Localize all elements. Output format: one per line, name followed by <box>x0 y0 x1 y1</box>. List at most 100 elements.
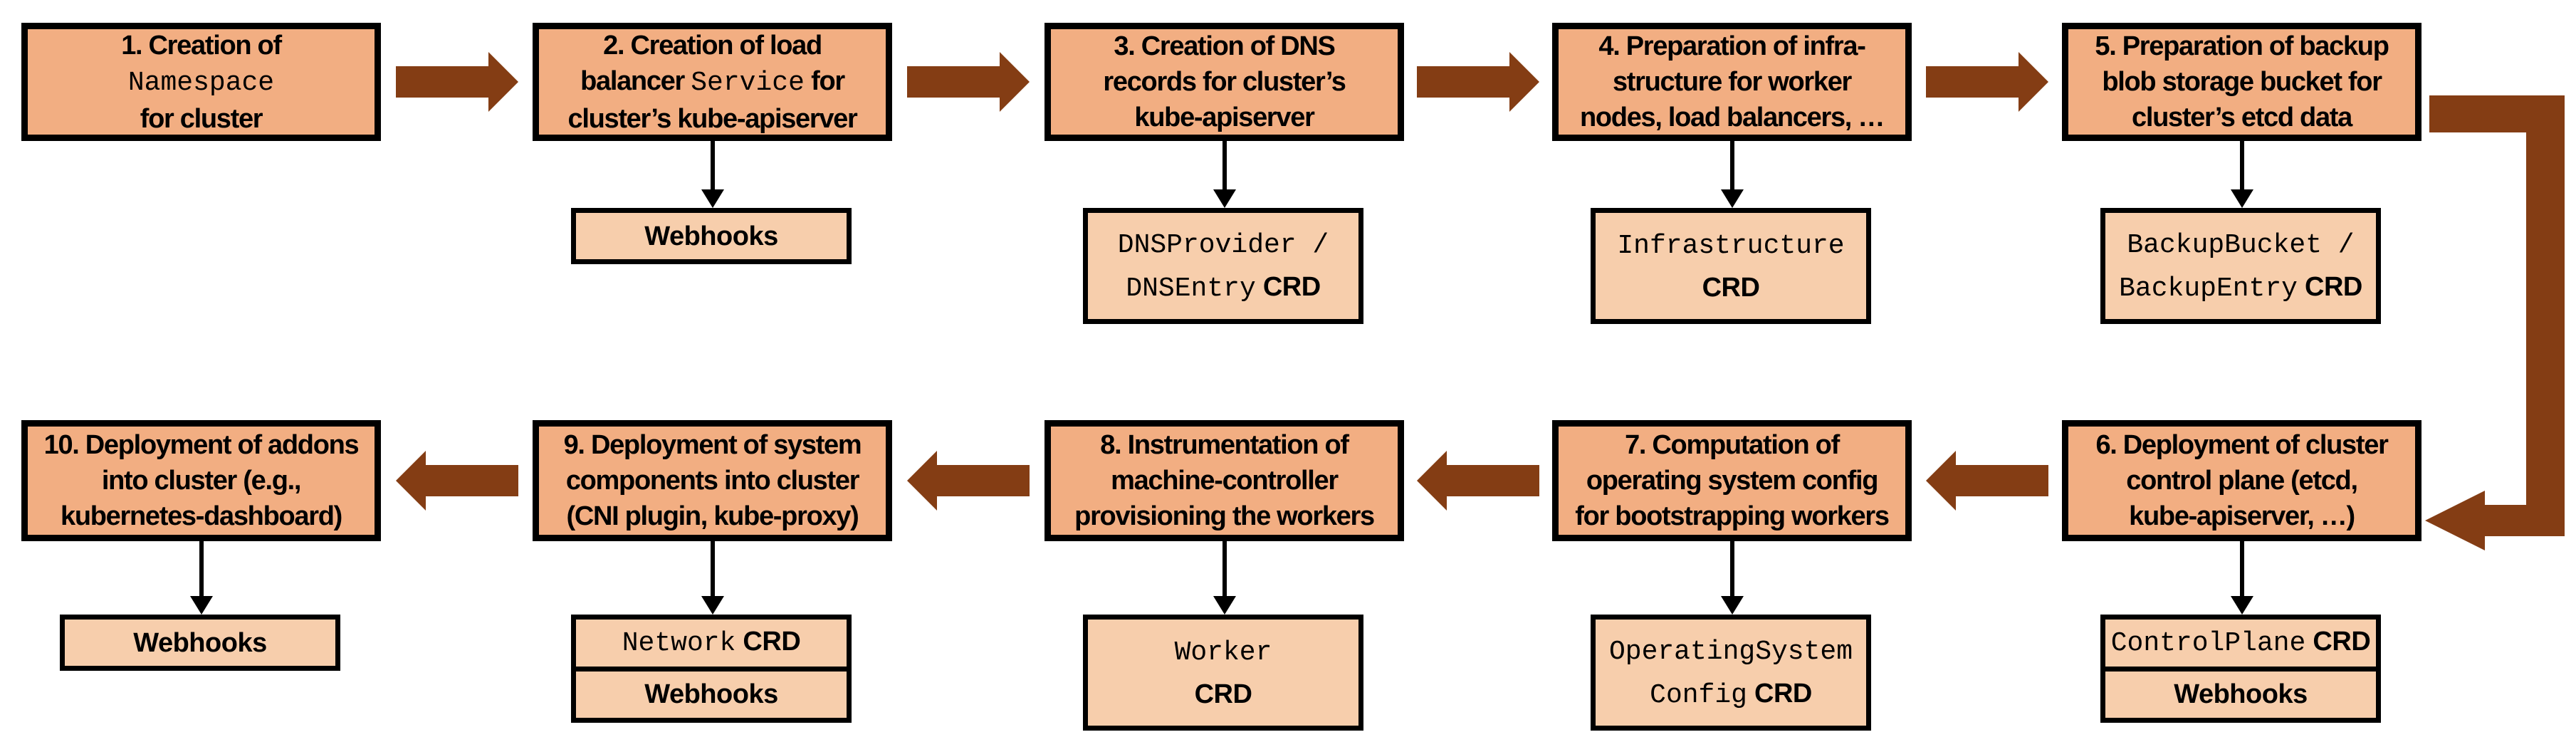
elbow-vertical-segment <box>2526 95 2565 536</box>
step-5-sub-1-text-segment: CRD <box>2297 271 2362 302</box>
step-2-sub-1-label-line-1: Webhooks <box>644 216 778 257</box>
step-7-sub-1-text-segment: OperatingSystem <box>1608 636 1853 667</box>
right-arrowhead-icon <box>1000 52 1030 112</box>
step-10-text-segment: kubernetes-dashboard) <box>60 501 342 531</box>
connector-step-5-to-sub <box>2230 141 2253 208</box>
step-10-label-line-1: 10. Deployment of addons <box>43 427 360 463</box>
step-3-sub-1-text-segment: DNSEntry <box>1126 273 1256 304</box>
step-9-sub-1-label-line-1: Network CRD <box>622 627 801 659</box>
arrow-shaft <box>1446 465 1539 496</box>
connector-line <box>1222 141 1227 191</box>
connector-step-7-to-sub <box>1720 541 1744 615</box>
down-arrowhead-icon <box>1213 189 1236 208</box>
step-10-sub-1-label-line-1: Webhooks <box>133 622 267 664</box>
step-3-label-line-1: 3. Creation of DNS <box>1114 28 1336 64</box>
step-9-sub-box-group: Network CRD Webhooks <box>571 615 852 723</box>
step-3-sub-1-label-line-1: DNSProvider / <box>1118 223 1329 266</box>
step-8-sub-1-text-segment: CRD <box>1194 679 1252 709</box>
step-5-text-segment: blob storage bucket for <box>2102 67 2382 97</box>
step-8-sub-1-text-segment: Worker <box>1174 637 1272 668</box>
step-10-text-segment: into cluster (e.g., <box>101 466 302 496</box>
connector-line <box>2239 541 2244 597</box>
left-arrowhead-icon <box>907 451 937 511</box>
step-2-label-line-3: cluster’s kube-apiserver <box>567 101 857 137</box>
step-4-text-segment: nodes, load balancers, … <box>1579 103 1885 132</box>
step-6-sub-box-2: Webhooks <box>2105 666 2376 719</box>
down-arrowhead-icon <box>189 596 213 615</box>
step-4-sub-1-text-segment: CRD <box>1702 273 1760 303</box>
step-5-box: 5. Preparation of backup blob storage buc… <box>2062 23 2421 141</box>
step-9-sub-2-label-line-1: Webhooks <box>644 679 778 710</box>
connector-step-8-to-sub <box>1213 541 1236 615</box>
left-arrowhead-icon <box>1925 451 1956 511</box>
step-8-text-segment: machine-controller <box>1111 466 1339 496</box>
arrow-step-9-to-step-10 <box>395 451 518 511</box>
step-4-text-segment: structure for worker <box>1612 67 1852 97</box>
connector-step-10-to-sub <box>189 541 213 615</box>
step-4-label-line-3: nodes, load balancers, … <box>1579 100 1885 135</box>
step-2-text-segment: Service <box>691 67 805 98</box>
step-2-sub-box-1: Webhooks <box>571 208 852 264</box>
step-9-sub-box-1: Network CRD <box>576 620 847 667</box>
step-6-sub-1-text-segment: CRD <box>2305 627 2371 657</box>
step-2-sub-1-text-segment: Webhooks <box>644 221 778 251</box>
step-2-text-segment: 2. Creation of load <box>603 30 822 61</box>
step-7-label-line-1: 7. Computation of <box>1625 427 1840 463</box>
down-arrowhead-icon <box>1720 596 1744 615</box>
right-arrowhead-icon <box>2018 52 2048 112</box>
connector-line <box>1729 141 1734 191</box>
step-6-text-segment: control plane (etcd, <box>2126 466 2358 496</box>
step-4-box: 4. Preparation of infra-structure for wo… <box>1552 23 1912 141</box>
step-8-label-line-1: 8. Instrumentation of <box>1100 427 1349 463</box>
step-2-text-segment: cluster’s kube-apiserver <box>567 103 857 134</box>
step-3-sub-box-1: DNSProvider /DNSEntry CRD <box>1083 208 1363 324</box>
step-5-text-segment: cluster’s etcd data <box>2132 103 2352 132</box>
step-2-label-line-1: 2. Creation of load <box>603 28 822 63</box>
arrow-shaft <box>1417 66 1510 98</box>
step-9-sub-2-text-segment: Webhooks <box>644 679 778 709</box>
step-3-label-line-2: records for cluster’s <box>1103 64 1346 100</box>
arrow-shaft <box>936 465 1030 496</box>
step-9-text-segment: 9. Deployment of system <box>563 430 862 460</box>
arrow-shaft <box>424 465 518 496</box>
step-9-label-line-3: (CNI plugin, kube-proxy) <box>566 498 859 534</box>
step-5-sub-1-label-line-2: BackupEntry CRD <box>2119 266 2362 310</box>
step-9-sub-1-text-segment: Network <box>622 628 736 659</box>
step-8-text-segment: 8. Instrumentation of <box>1100 430 1349 460</box>
step-7-label-line-3: for bootstrapping workers <box>1575 498 1890 534</box>
arrow-step-1-to-step-2 <box>395 52 518 112</box>
down-arrowhead-icon <box>2230 189 2253 208</box>
step-10-sub-1-text-segment: Webhooks <box>133 627 267 658</box>
step-6-text-segment: kube-apiserver, …) <box>2129 501 2355 531</box>
left-arrowhead-icon <box>395 451 426 511</box>
connector-step-6-to-sub <box>2230 541 2253 615</box>
step-1-label-line-3: for cluster <box>140 101 263 137</box>
step-5-label-line-2: blob storage bucket for <box>2102 64 2382 100</box>
connector-step-9-to-sub <box>701 541 724 615</box>
step-10-label-line-3: kubernetes-dashboard) <box>61 498 342 534</box>
down-arrowhead-icon <box>1720 189 1744 208</box>
step-10-label-line-2: into cluster (e.g., <box>101 463 302 498</box>
connector-line <box>2239 141 2244 191</box>
step-10-text-segment: 10. Deployment of addons <box>43 430 360 460</box>
step-7-sub-1-label-line-1: OperatingSystem <box>1609 629 1853 673</box>
arrow-shaft <box>1925 66 2019 98</box>
step-8-label-line-3: provisioning the workers <box>1074 498 1375 534</box>
connector-line <box>710 541 715 597</box>
arrow-step-7-to-step-8 <box>1417 451 1539 511</box>
step-6-sub-1-label-line-1: ControlPlane CRD <box>2111 627 2371 659</box>
step-5-text-segment: 5. Preparation of backup <box>2095 31 2389 61</box>
step-6-sub-2-label-line-1: Webhooks <box>2174 679 2308 710</box>
step-3-sub-1-label-line-2: DNSEntry CRD <box>1126 266 1321 310</box>
arrow-step-4-to-step-5 <box>1925 52 2048 112</box>
step-7-text-segment: operating system config <box>1586 466 1879 496</box>
step-8-text-segment: provisioning the workers <box>1074 501 1375 531</box>
arrow-step-3-to-step-4 <box>1417 52 1539 112</box>
step-6-text-segment: 6. Deployment of cluster <box>2095 430 2388 460</box>
step-3-sub-1-text-segment: CRD <box>1255 271 1321 302</box>
down-arrowhead-icon <box>701 189 724 208</box>
